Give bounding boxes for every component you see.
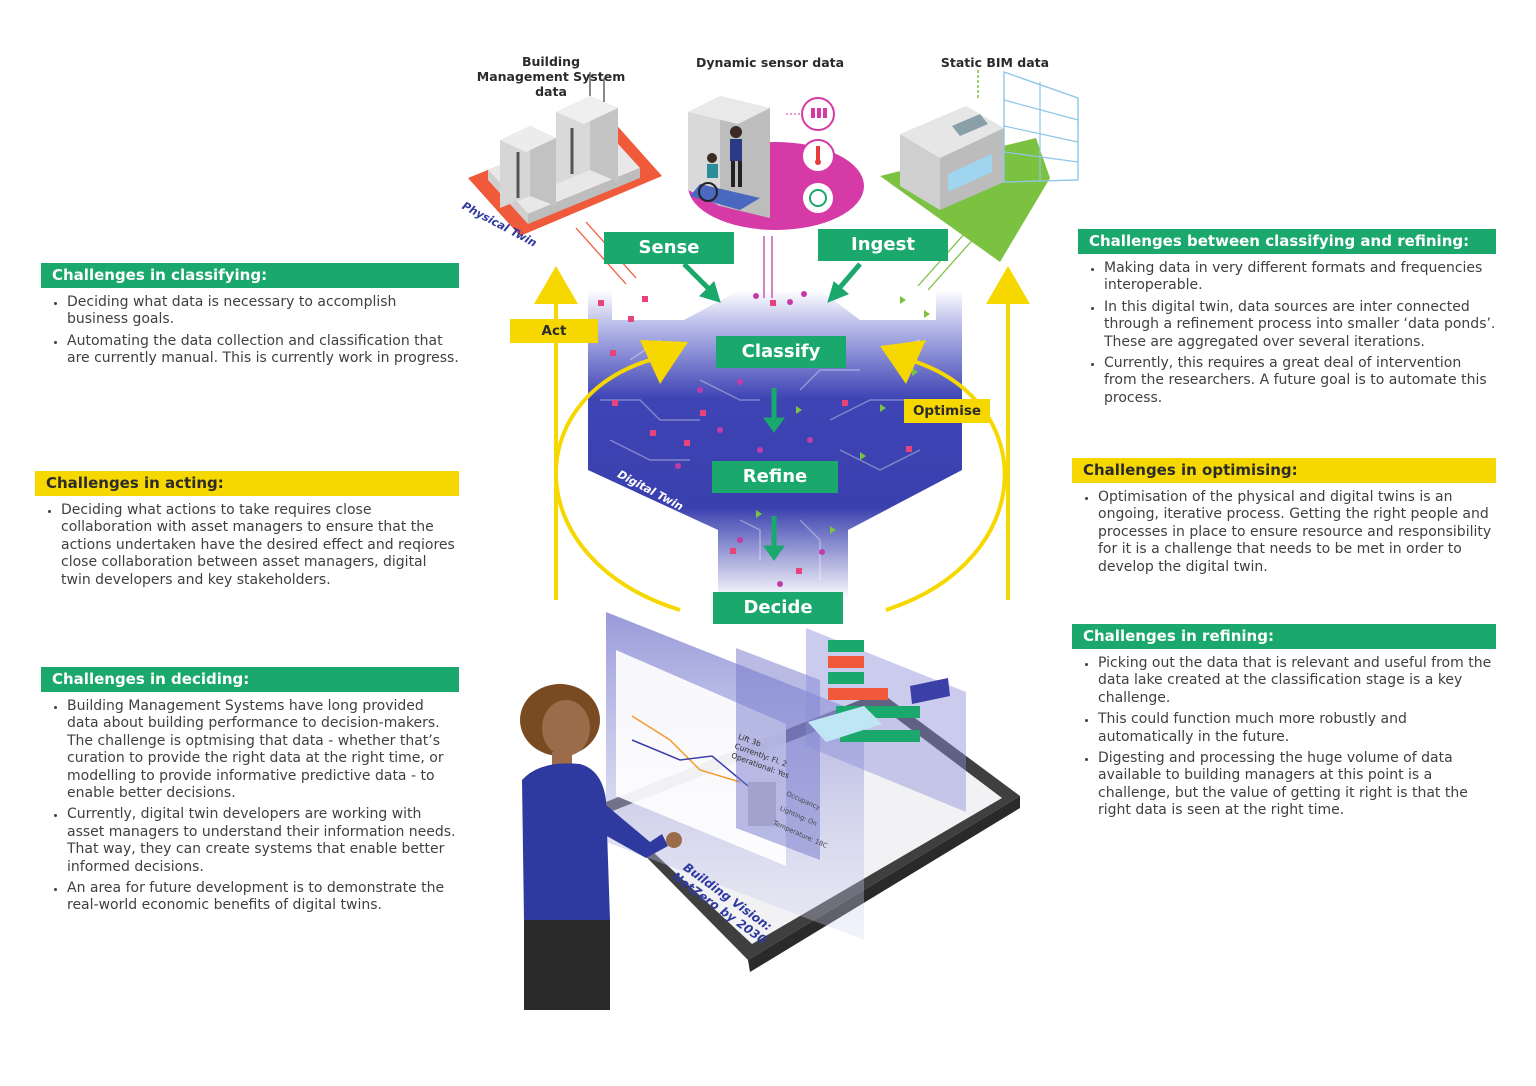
bim-data-label: Static BIM data (940, 55, 1050, 70)
panel-classifying: Challenges in classifying: Deciding what… (41, 263, 459, 372)
panel-deciding-title: Challenges in deciding: (41, 667, 459, 692)
panel-classify-refine-title: Challenges between classifying and refin… (1078, 229, 1496, 254)
list-item: In this digital twin, data sources are i… (1104, 299, 1496, 351)
panel-optimising-list: Optimisation of the physical and digital… (1072, 489, 1496, 576)
decision-dashboard-illustration (596, 612, 1020, 972)
refine-stage: Refine (712, 461, 838, 493)
list-item: Digesting and processing the huge volume… (1098, 750, 1496, 820)
classify-stage: Classify (716, 336, 846, 368)
green-arrow-icons (682, 262, 862, 561)
bim-building-illustration (880, 70, 1079, 262)
panel-acting: Challenges in acting: Deciding what acti… (35, 471, 459, 593)
panel-acting-list: Deciding what actions to take requires c… (35, 502, 459, 589)
panel-acting-title: Challenges in acting: (35, 471, 459, 496)
optimise-tag: Optimise (904, 399, 990, 423)
panel-optimising-title: Challenges in optimising: (1072, 458, 1496, 483)
panel-classifying-title: Challenges in classifying: (41, 263, 459, 288)
list-item: This could function much more robustly a… (1098, 711, 1496, 746)
yellow-arrowheads (534, 266, 1030, 384)
panel-classify-refine-list: Making data in very different formats an… (1078, 260, 1496, 407)
panel-deciding-list: Building Management Systems have long pr… (41, 698, 459, 915)
decide-stage: Decide (713, 592, 843, 624)
sensor-data-label: Dynamic sensor data (695, 55, 845, 70)
list-item: Deciding what actions to take requires c… (61, 502, 459, 589)
list-item: Building Management Systems have long pr… (67, 698, 459, 802)
bms-building-illustration (468, 72, 662, 236)
list-item: Automating the data collection and class… (67, 333, 459, 368)
list-item: Currently, digital twin developers are w… (67, 806, 459, 876)
panel-deciding: Challenges in deciding: Building Managem… (41, 667, 459, 919)
sensor-lift-illustration (688, 96, 864, 230)
ingest-stage: Ingest (818, 229, 948, 261)
list-item: An area for future development is to dem… (67, 880, 459, 915)
yellow-feedback-arrows (554, 300, 1010, 612)
list-item: Making data in very different formats an… (1104, 260, 1496, 295)
list-item: Deciding what data is necessary to accom… (67, 294, 459, 329)
act-tag: Act (510, 319, 598, 343)
person-illustration (520, 684, 682, 1010)
panel-classifying-list: Deciding what data is necessary to accom… (41, 294, 459, 368)
panel-refining-list: Picking out the data that is relevant an… (1072, 655, 1496, 820)
sense-stage: Sense (604, 232, 734, 264)
panel-refining-title: Challenges in refining: (1072, 624, 1496, 649)
bms-data-label: Building Management System data (476, 54, 626, 99)
list-item: Picking out the data that is relevant an… (1098, 655, 1496, 707)
list-item: Currently, this requires a great deal of… (1104, 355, 1496, 407)
list-item: Optimisation of the physical and digital… (1098, 489, 1496, 576)
panel-refining: Challenges in refining: Picking out the … (1072, 624, 1496, 824)
panel-optimising: Challenges in optimising: Optimisation o… (1072, 458, 1496, 580)
panel-classify-refine: Challenges between classifying and refin… (1078, 229, 1496, 411)
